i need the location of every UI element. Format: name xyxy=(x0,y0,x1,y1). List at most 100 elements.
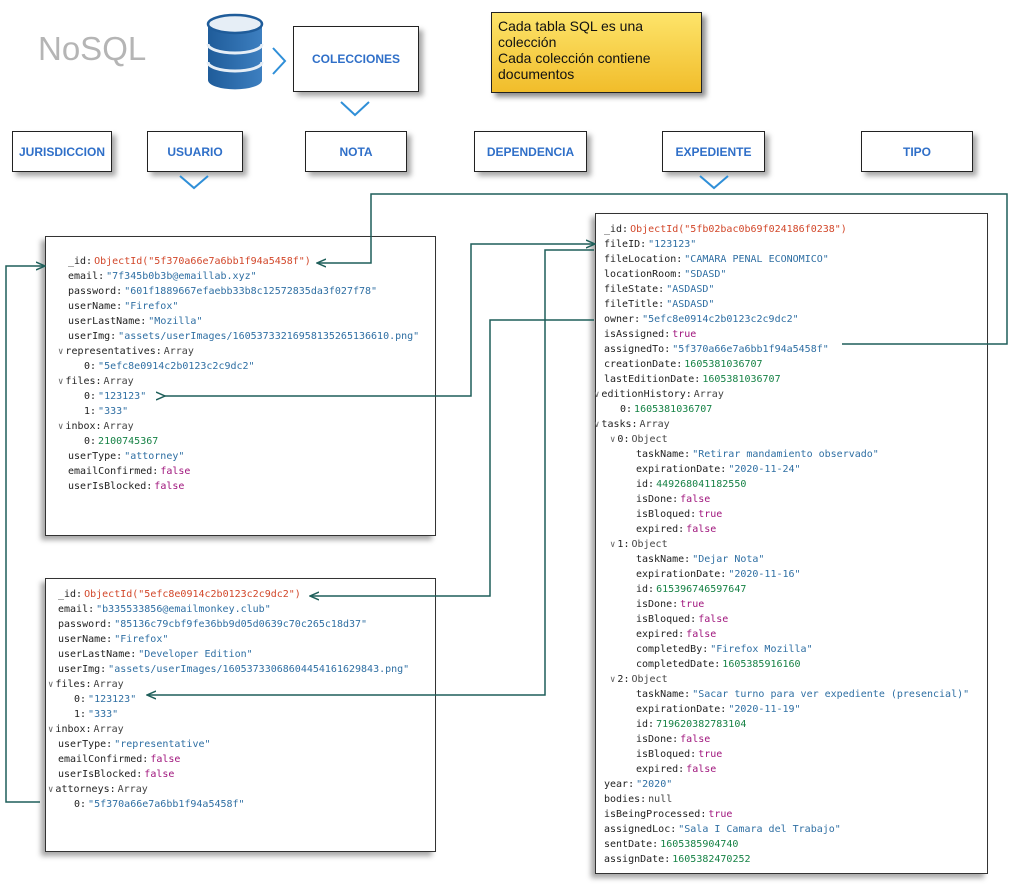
field-key: inbox: xyxy=(55,724,92,735)
field-value: "5efc8e0914c2b0123c2c9dc2" xyxy=(98,361,255,372)
field-key: files: xyxy=(65,376,102,387)
expand-toggle-icon[interactable]: ∨ xyxy=(48,680,54,690)
field-key: 0: xyxy=(84,391,97,402)
field-row: emailConfirmed:false xyxy=(58,752,180,767)
field-key: 0: xyxy=(84,361,97,372)
link-usuario-files-to-expediente xyxy=(164,244,594,396)
expand-toggle-icon[interactable]: ∨ xyxy=(610,675,616,685)
field-key: userLastName: xyxy=(58,649,137,660)
field-row: email:"7f345b0b3b@emaillab.xyz" xyxy=(68,269,257,284)
expand-toggle-icon[interactable]: ∨ xyxy=(610,435,616,445)
field-value: "2020-11-24" xyxy=(728,464,801,475)
field-value: false xyxy=(686,764,717,775)
field-key: expirationDate: xyxy=(636,704,727,715)
field-row: locationRoom:"SDASD" xyxy=(604,267,726,282)
field-key: email: xyxy=(58,604,95,615)
collection-nota: NOTA xyxy=(305,131,407,172)
field-row: 0:1605381036707 xyxy=(620,402,712,417)
field-key: isAssigned: xyxy=(604,329,671,340)
field-row: lastEditionDate:1605381036707 xyxy=(604,372,781,387)
collection-label: EXPEDIENTE xyxy=(675,144,752,159)
field-key: isDone: xyxy=(636,599,679,610)
field-key: bodies: xyxy=(604,794,647,805)
field-key: taskName: xyxy=(636,449,691,460)
field-value: "ASDASD" xyxy=(666,284,715,295)
field-key: emailConfirmed: xyxy=(58,754,149,765)
field-value: "representative" xyxy=(114,739,211,750)
field-key: _id: xyxy=(68,256,93,267)
chevron-down-icon xyxy=(340,101,370,117)
expand-toggle-icon[interactable]: ∨ xyxy=(594,390,600,400)
field-value: true xyxy=(680,599,705,610)
field-key: inbox: xyxy=(65,421,102,432)
field-key: email: xyxy=(68,271,105,282)
field-value: null xyxy=(648,794,673,805)
field-value: "5efc8e0914c2b0123c2c9dc2" xyxy=(642,314,799,325)
field-row: expirationDate:"2020-11-16" xyxy=(636,567,801,582)
field-value: "attorney" xyxy=(124,451,185,462)
field-value: true xyxy=(698,509,723,520)
field-row: userName:"Firefox" xyxy=(58,632,168,647)
field-row: userLastName:"Mozilla" xyxy=(68,314,202,329)
field-row: taskName:"Retirar mandamiento observado" xyxy=(636,447,879,462)
field-value: 615396746597647 xyxy=(656,584,747,595)
collection-tipo: TIPO xyxy=(861,131,973,172)
field-value: "2020" xyxy=(636,779,673,790)
field-value: "SDASD" xyxy=(684,269,727,280)
field-row: isBloqued:true xyxy=(636,747,722,762)
field-row: userType:"attorney" xyxy=(68,449,184,464)
field-row: ∨1:Object xyxy=(610,537,668,553)
expand-toggle-icon[interactable]: ∨ xyxy=(58,347,64,357)
expand-toggle-icon[interactable]: ∨ xyxy=(48,785,54,795)
expand-toggle-icon[interactable]: ∨ xyxy=(610,540,616,550)
field-row: completedBy:"Firefox Mozilla" xyxy=(636,642,813,657)
expand-toggle-icon[interactable]: ∨ xyxy=(48,725,54,735)
field-row: password:"601f1889667efaebb33b8c12572835… xyxy=(68,284,377,299)
field-row: ∨representatives:Array xyxy=(58,344,194,360)
field-row: ∨0:Object xyxy=(610,432,668,448)
field-value: "Sala I Camara del Trabajo" xyxy=(678,824,841,835)
collection-label: NOTA xyxy=(339,144,373,159)
field-value: 1605381036707 xyxy=(702,374,781,385)
field-row: expired:false xyxy=(636,762,716,777)
field-value: Array xyxy=(93,724,124,735)
field-value: "7f345b0b3b@emaillab.xyz" xyxy=(106,271,257,282)
field-key: emailConfirmed: xyxy=(68,466,159,477)
field-row: 0:2100745367 xyxy=(84,434,158,449)
field-key: password: xyxy=(58,619,113,630)
field-row: ∨tasks:Array xyxy=(594,417,670,433)
field-key: expired: xyxy=(636,629,685,640)
field-value: "Mozilla" xyxy=(148,316,203,327)
field-value: "Sacar turno para ver expediente (presen… xyxy=(692,689,970,700)
field-value: "333" xyxy=(98,406,129,417)
collection-expediente: EXPEDIENTE xyxy=(662,131,765,172)
field-key: _id: xyxy=(604,224,629,235)
expand-toggle-icon[interactable]: ∨ xyxy=(594,420,600,430)
field-key: userType: xyxy=(58,739,113,750)
field-row: expirationDate:"2020-11-19" xyxy=(636,702,801,717)
field-key: password: xyxy=(68,286,123,297)
field-key: 0: xyxy=(620,404,633,415)
field-value: false xyxy=(144,769,175,780)
expand-toggle-icon[interactable]: ∨ xyxy=(58,422,64,432)
field-key: _id: xyxy=(58,589,83,600)
field-key: isBloqued: xyxy=(636,749,697,760)
field-value: Array xyxy=(639,419,670,430)
field-value: Object xyxy=(631,539,668,550)
field-row: creationDate:1605381036707 xyxy=(604,357,763,372)
field-value: "Firefox" xyxy=(124,301,179,312)
field-key: isBeingProcessed: xyxy=(604,809,707,820)
document-usuario-representative xyxy=(45,578,436,852)
field-row: userLastName:"Developer Edition" xyxy=(58,647,253,662)
field-key: assignDate: xyxy=(604,854,671,865)
field-value: "85136c79cbf9fe36bb9d05d0639c70c265c18d3… xyxy=(114,619,368,630)
field-row: ∨editionHistory:Array xyxy=(594,387,724,403)
expand-toggle-icon[interactable]: ∨ xyxy=(58,377,64,387)
field-value: Array xyxy=(163,346,194,357)
field-value: 1605381036707 xyxy=(684,359,763,370)
field-row: userImg:"assets/userImages/1605373306860… xyxy=(58,662,409,677)
colecciones-box: COLECCIONES xyxy=(293,26,419,92)
field-row: _id:ObjectId("5fb02bac0b69f024186f0238") xyxy=(604,222,847,237)
field-value: 449268041182550 xyxy=(656,479,747,490)
field-row: assignDate:1605382470252 xyxy=(604,852,751,867)
